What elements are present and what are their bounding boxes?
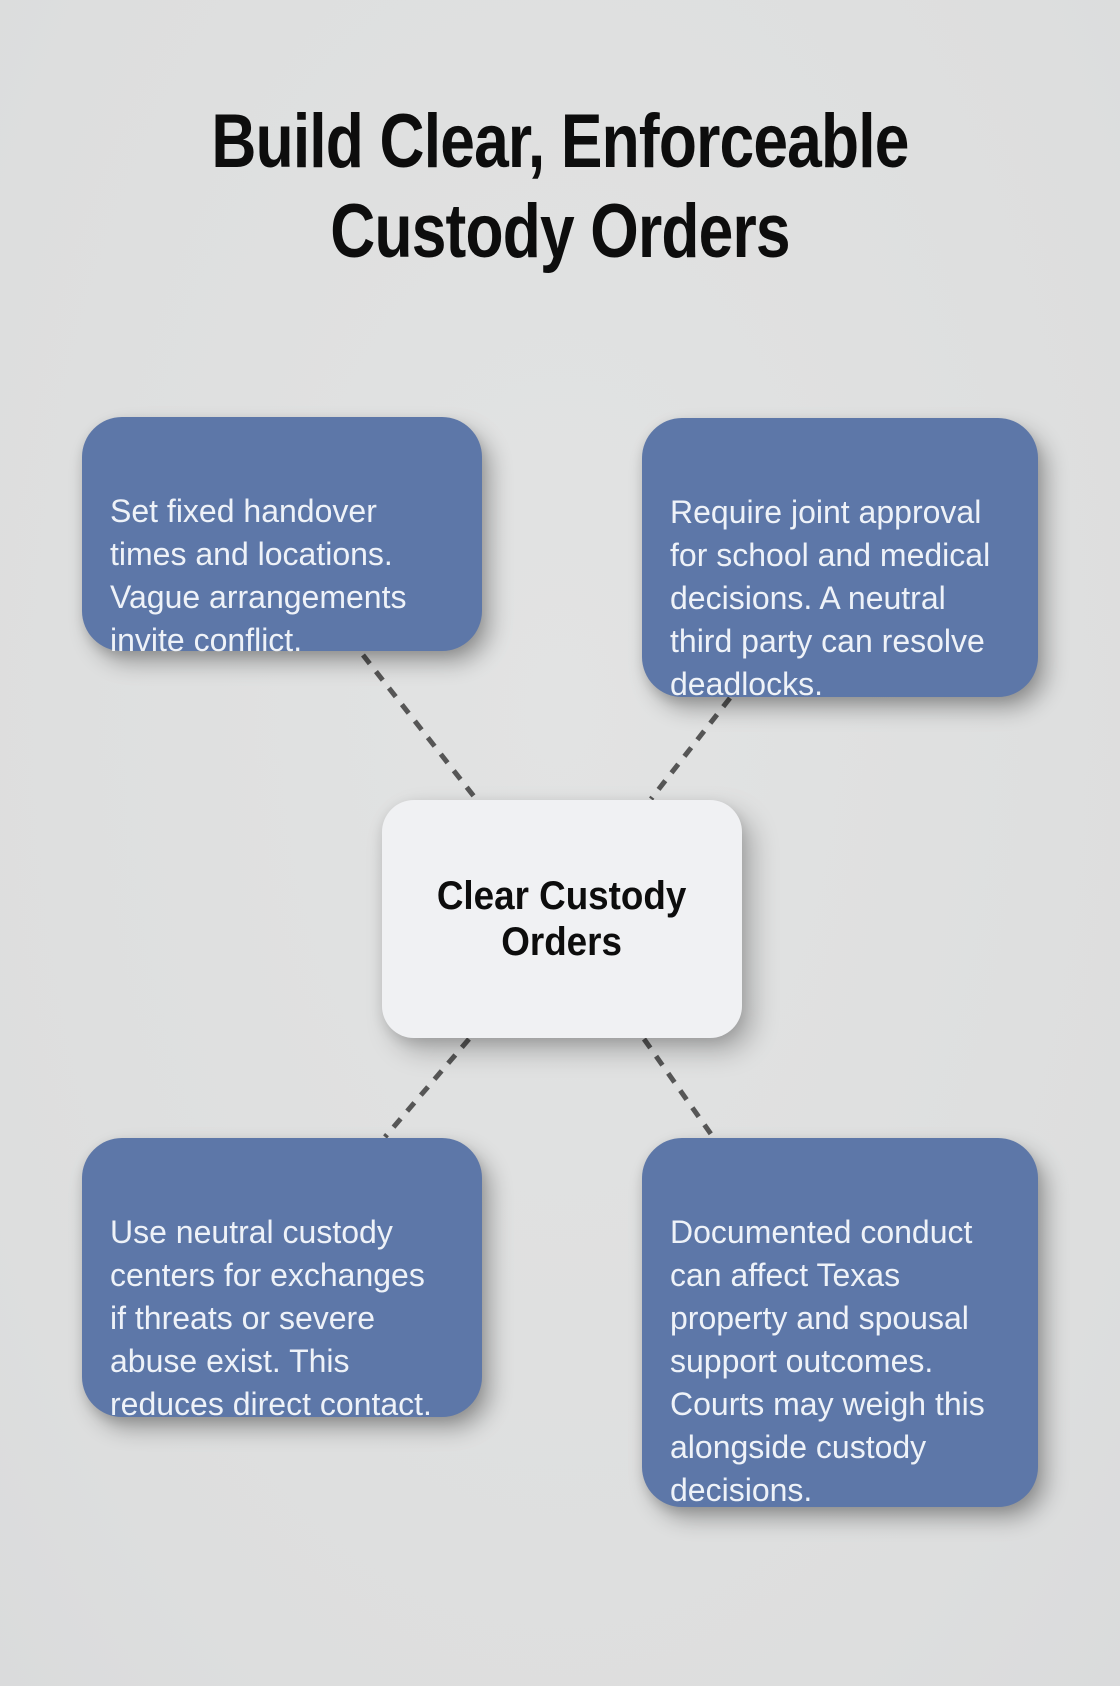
node-bottom-right-text: Documented conduct can affect Texas prop… [670,1214,985,1508]
node-top-right-text: Require joint approval for school and me… [670,494,991,702]
node-bottom-left: Use neutral custody centers for exchange… [82,1138,482,1422]
page-title: Build Clear, Enforceable Custody Orders [211,99,909,274]
connector-line-bottom-left [383,1037,471,1139]
center-node: Clear Custody Orders [382,800,742,1038]
node-bottom-left-text: Use neutral custody centers for exchange… [110,1214,432,1422]
center-node-label: Clear Custody Orders [437,874,687,964]
node-top-left-text: Set fixed handover times and locations. … [110,493,407,658]
node-top-right: Require joint approval for school and me… [642,418,1038,702]
node-bottom-right: Documented conduct can affect Texas prop… [642,1138,1038,1508]
connector-line-bottom-right [641,1037,716,1139]
node-top-left: Set fixed handover times and locations. … [82,417,482,658]
